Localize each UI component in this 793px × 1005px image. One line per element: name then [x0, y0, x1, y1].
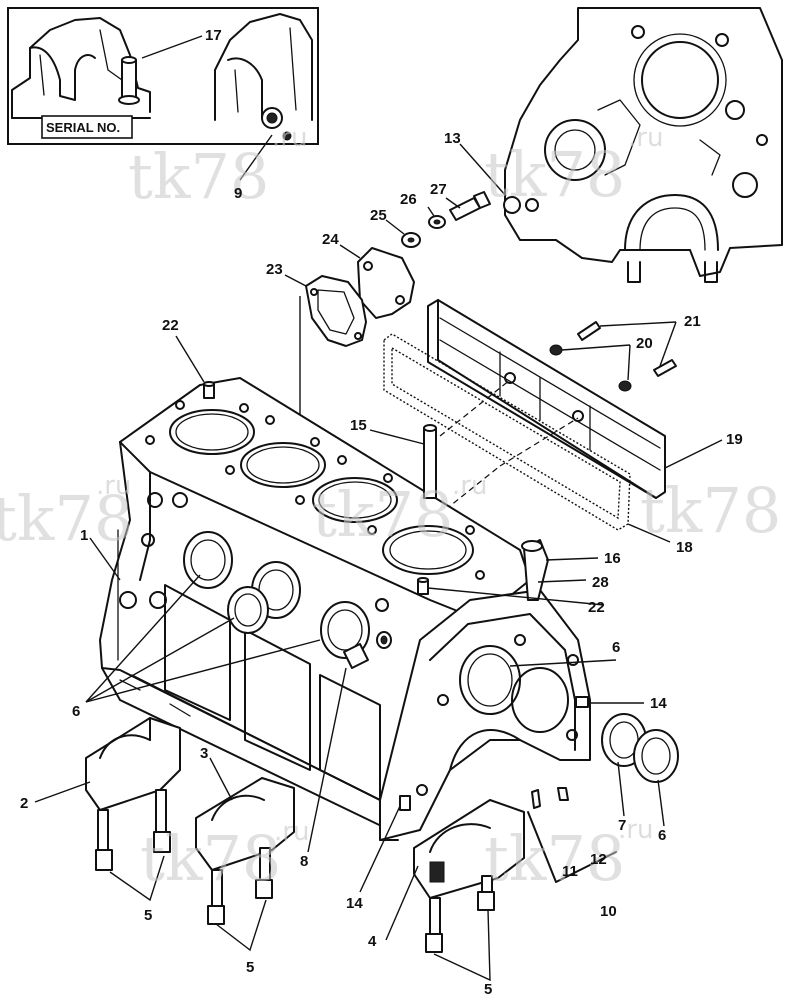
callout-3: 3: [200, 745, 208, 762]
side-cover-assembly: [383, 299, 677, 531]
rear-seals: [601, 713, 679, 783]
cover-plate-assembly: [299, 191, 491, 490]
callout-9: 9: [234, 185, 242, 202]
watermark-suffix: .ru: [274, 817, 309, 847]
watermark-suffix: .ru: [452, 471, 487, 501]
serial-plate: [41, 115, 133, 139]
callout-24: 24: [322, 231, 339, 248]
cylinder-block: [99, 377, 531, 836]
callout-6-rear: 6: [612, 639, 620, 656]
watermarks: tk78 .ru tk78 .ru tk78 .ru tk78 .ru tk78…: [0, 123, 781, 895]
bearing-caps: [85, 717, 617, 953]
callout-13: 13: [444, 130, 461, 147]
callout-27: 27: [430, 181, 447, 198]
callout-8: 8: [300, 853, 308, 870]
callout-5-middle: 5: [246, 959, 254, 976]
callout-6-left: 6: [72, 703, 80, 720]
leader-lines: [34, 35, 723, 982]
watermark-suffix: .ru: [618, 815, 653, 845]
serial-label: SERIAL NO.: [46, 120, 120, 135]
callout-1: 1: [80, 527, 88, 544]
callout-4: 4: [368, 933, 377, 950]
callout-23: 23: [266, 261, 283, 278]
callout-14-right: 14: [650, 695, 667, 712]
callout-14-bottom: 14: [346, 895, 363, 912]
callout-labels: 17 9 13 26 27 25 24 23 22 21 20 15 19 18…: [20, 27, 743, 998]
callout-22-front: 22: [588, 599, 605, 616]
callout-20: 20: [636, 335, 653, 352]
callout-25: 25: [370, 207, 387, 224]
callout-10: 10: [600, 903, 617, 920]
watermark-suffix: .ru: [96, 471, 131, 501]
watermark-suffix: .ru: [272, 123, 307, 153]
watermark-main: tk78: [484, 822, 625, 895]
callout-12: 12: [590, 851, 607, 868]
callout-15: 15: [350, 417, 367, 434]
callout-21: 21: [684, 313, 701, 330]
serial-number-inset: SERIAL NO.: [7, 7, 319, 145]
callout-6-right: 6: [658, 827, 666, 844]
callout-18: 18: [676, 539, 693, 556]
callout-19: 19: [726, 431, 743, 448]
callout-17: 17: [205, 27, 222, 44]
watermark-main: tk78: [140, 822, 281, 895]
callout-5-left: 5: [144, 907, 152, 924]
callout-22-top: 22: [162, 317, 179, 334]
callout-16: 16: [604, 550, 621, 567]
callout-28: 28: [592, 574, 609, 591]
callout-7: 7: [618, 817, 626, 834]
rear-housing: [379, 539, 591, 841]
watermark-suffix: .ru: [628, 123, 663, 153]
timing-cover: [503, 7, 783, 283]
callout-11: 11: [562, 863, 578, 880]
watermark-main: tk78: [312, 478, 453, 551]
callout-26: 26: [400, 191, 417, 208]
callout-2: 2: [20, 795, 28, 812]
watermark-main: tk78: [640, 474, 781, 547]
watermark-main: tk78: [128, 140, 269, 213]
watermark-main: tk78: [484, 138, 625, 211]
callout-5-right: 5: [484, 981, 492, 998]
watermark-main: tk78: [0, 482, 133, 555]
